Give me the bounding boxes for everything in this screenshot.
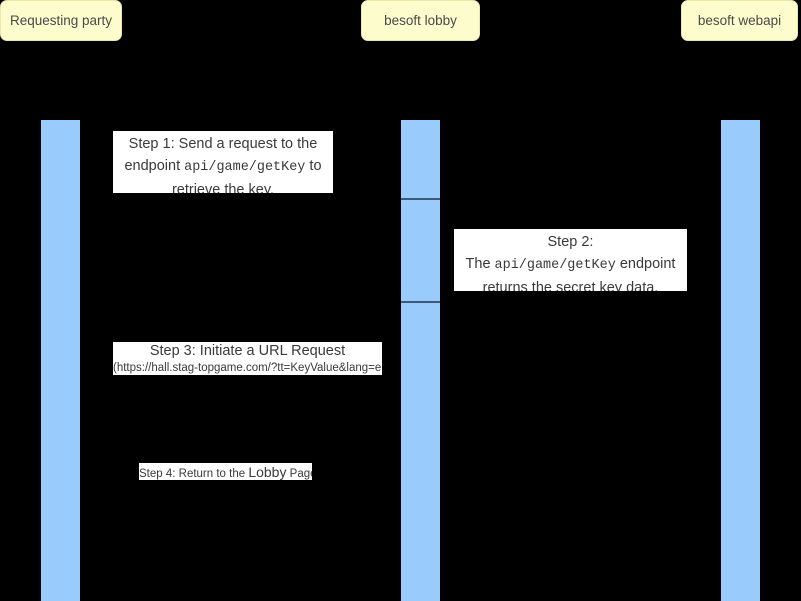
message-line-1: Step 1: Send a request to the — [128, 136, 318, 152]
message-text-pre: Step 4: Return to the — [139, 468, 249, 480]
lifeline-segment-divider — [401, 198, 440, 200]
message-line-1: Step 4: Return to the Lobby Page — [139, 464, 312, 481]
lifeline-besoft-lobby — [401, 120, 440, 601]
message-text-pre: endpoint — [124, 158, 185, 174]
lifeline-segment-divider — [401, 301, 440, 303]
message-line-1: Step 3: Initiate a URL Request — [149, 343, 346, 359]
participant-besoft-lobby[interactable]: besoft lobby — [361, 0, 480, 41]
participant-besoft-webapi[interactable]: besoft webapi — [681, 0, 798, 41]
message-line-2-url: (https://hall.stag-topgame.com/?tt=KeyVa… — [113, 362, 382, 374]
lifeline-besoft-webapi — [721, 120, 760, 601]
participant-requesting-party[interactable]: Requesting party — [0, 0, 122, 41]
message-line-3: returns the secret key data. — [482, 280, 659, 291]
message-text-post: endpoint — [615, 256, 676, 272]
message-label-step-1[interactable]: Step 1: Send a request to the endpoint a… — [113, 131, 333, 193]
message-line-2: endpoint api/game/getKey to — [113, 155, 333, 179]
message-label-step-2[interactable]: Step 2: The api/game/getKey endpoint ret… — [454, 229, 687, 291]
message-text-pre: The — [465, 256, 495, 272]
participant-label: Requesting party — [9, 13, 113, 28]
message-line-3: retrieve the key. — [171, 182, 275, 193]
message-text-emphasis: Lobby — [248, 464, 287, 480]
message-label-step-3[interactable]: Step 3: Initiate a URL Request (https://… — [113, 342, 382, 375]
message-label-step-4[interactable]: Step 4: Return to the Lobby Page — [139, 463, 312, 480]
message-code-endpoint: api/game/getKey — [184, 160, 306, 175]
message-text-post: Page — [289, 468, 312, 480]
message-code-endpoint: api/game/getKey — [494, 258, 616, 273]
message-line-2: The api/game/getKey endpoint — [454, 253, 687, 277]
participant-label: besoft webapi — [697, 13, 782, 28]
lifeline-requesting-party — [41, 120, 80, 601]
participant-label: besoft lobby — [384, 13, 457, 28]
message-text-post: to — [305, 158, 322, 174]
message-line-1: Step 2: — [547, 234, 594, 250]
